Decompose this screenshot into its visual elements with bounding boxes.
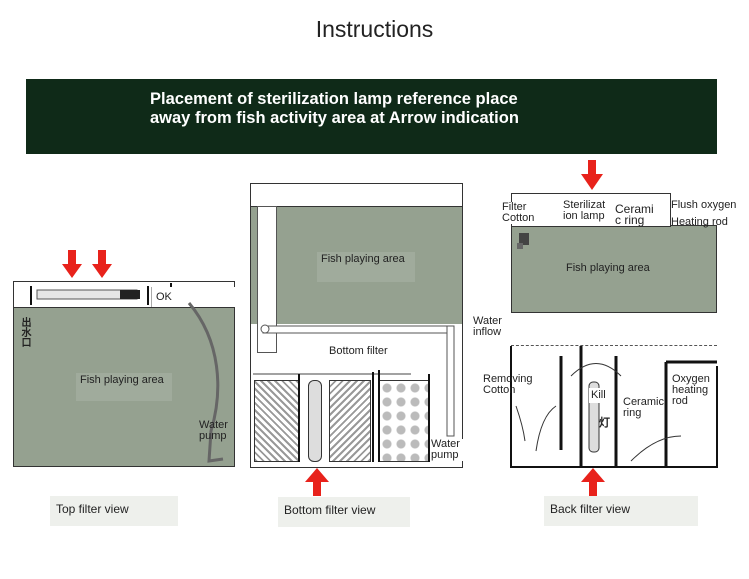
bottom-dividers [298, 370, 430, 462]
back-fish-area-label: Fish playing area [566, 262, 650, 274]
bottom-red-arrow [305, 468, 329, 496]
top-ok-label: OK [156, 291, 172, 303]
lamp-char-label: 灯 [599, 417, 610, 429]
media-block-2 [329, 380, 371, 462]
top-fish-area: Fish playing area [76, 373, 172, 401]
filter-cotton-label: Filter Cotton [502, 202, 546, 224]
back-filter-caption: Back filter view [544, 496, 698, 526]
heating-rod-label: Heating rod [671, 216, 728, 228]
banner-line-1: Placement of sterilization lamp referenc… [150, 90, 518, 108]
bottom-overflow-pipe [257, 206, 277, 353]
back-lower-frame [510, 346, 718, 468]
instruction-banner [26, 79, 717, 154]
bottom-filter-caption: Bottom filter view [278, 497, 410, 527]
bottom-fish-area: Fish playing area [317, 252, 415, 282]
bottom-filter-diagram: Fish playing area Bottom filter Water pu… [250, 183, 463, 468]
top-pump-label: Water pump [199, 419, 228, 442]
bottom-filter-label: Bottom filter [327, 344, 390, 359]
top-pump-hose [187, 302, 224, 463]
kill-label: Kill [589, 388, 608, 403]
removing-cotton-label: Removing Cotton [483, 373, 533, 396]
back-red-arrow-top [581, 160, 603, 190]
oxygen-heating-label: Oxygen heating rod [672, 373, 710, 407]
back-tank-water [511, 225, 717, 313]
top-ok-box [151, 287, 236, 307]
top-fish-area-label: Fish playing area [80, 374, 164, 386]
top-filter-caption: Top filter view [50, 496, 178, 526]
back-lower-diagram: Kill 灯 [510, 345, 718, 468]
ceramic-ring-top-label: Cerami c ring [615, 202, 654, 227]
banner-text: Placement of sterilization lamp referenc… [150, 90, 590, 128]
media-block-1 [254, 380, 300, 462]
outlet-label: 出水口 [19, 317, 30, 347]
back-red-arrow-bottom [581, 468, 605, 496]
banner-line-2: away from fish activity area at Arrow in… [150, 109, 519, 127]
back-inlet-icon [517, 233, 529, 249]
sterilization-lamp-label: Sterilizat ion lamp [563, 200, 613, 222]
bottom-pump-label: Water pump [431, 439, 463, 461]
top-filter-diagram: OK 出水口 Fish playing area Water pump [13, 281, 236, 467]
sterilization-lamp-tube [308, 380, 322, 462]
flush-oxygen-label: Flush oxygen [671, 200, 749, 211]
water-inflow-label: Water inflow [473, 315, 502, 338]
page-title: Instructions [315, 16, 434, 42]
top-red-arrows [62, 250, 112, 278]
bottom-fish-area-label: Fish playing area [321, 253, 405, 265]
back-upper-diagram: Filter Cotton Sterilizat ion lamp Cerami… [502, 193, 749, 313]
bottom-pipes [253, 324, 455, 437]
ceramic-ring-label: Ceramic ring [623, 396, 664, 419]
